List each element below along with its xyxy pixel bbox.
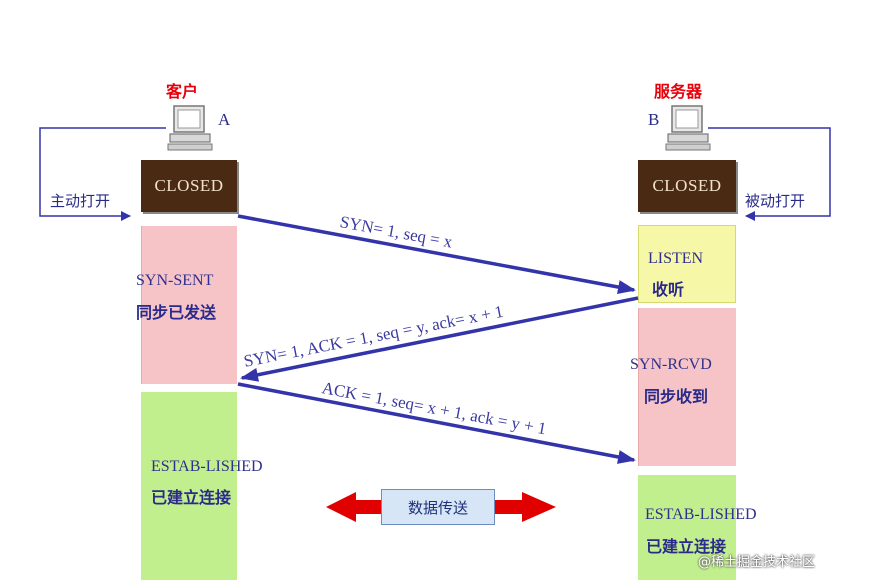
server-listen-zh: 收听 (652, 280, 685, 299)
server-closed-state: CLOSED (638, 160, 736, 212)
client-open-loop-arrow (39, 127, 166, 221)
syn-ack-arrow (240, 296, 639, 382)
server-syn-rcvd-state (638, 308, 736, 466)
client-title: 客户 (166, 82, 199, 101)
server-established-zh: 已建立连接 (646, 537, 727, 556)
server-letter: B (648, 110, 660, 129)
server-syn-rcvd-en: SYN-RCVD (630, 356, 712, 373)
ack-arrow (237, 382, 636, 464)
client-established-en: ESTAB-LISHED (151, 458, 263, 475)
server-established-en: ESTAB-LISHED (645, 506, 757, 523)
server-listen-en: LISTEN (648, 250, 704, 267)
server-computer-icon (665, 105, 711, 151)
data-transfer-label: 数据传送 (407, 498, 468, 517)
server-open-label: 被动打开 (745, 192, 806, 210)
server-title: 服务器 (654, 82, 703, 101)
client-syn-sent-zh: 同步已发送 (136, 303, 217, 322)
client-established-zh: 已建立连接 (151, 488, 232, 507)
client-letter: A (218, 110, 231, 129)
watermark: @稀土掘金技术社区 (698, 555, 816, 570)
client-syn-sent-en: SYN-SENT (136, 272, 214, 289)
server-syn-rcvd-zh: 同步收到 (644, 387, 709, 406)
server-closed-label: CLOSED (652, 176, 722, 195)
server-listen-state (638, 225, 736, 303)
client-open-label: 主动打开 (50, 192, 111, 210)
client-syn-sent-state (141, 226, 237, 384)
client-established-state (141, 392, 237, 580)
syn-arrow (237, 214, 636, 294)
client-computer-icon (167, 105, 213, 151)
client-closed-state: CLOSED (141, 160, 237, 212)
client-closed-label: CLOSED (154, 176, 224, 195)
data-transfer-box: 数据传送 (381, 489, 495, 525)
server-established-state (638, 475, 736, 580)
server-open-loop-arrow (708, 127, 831, 221)
